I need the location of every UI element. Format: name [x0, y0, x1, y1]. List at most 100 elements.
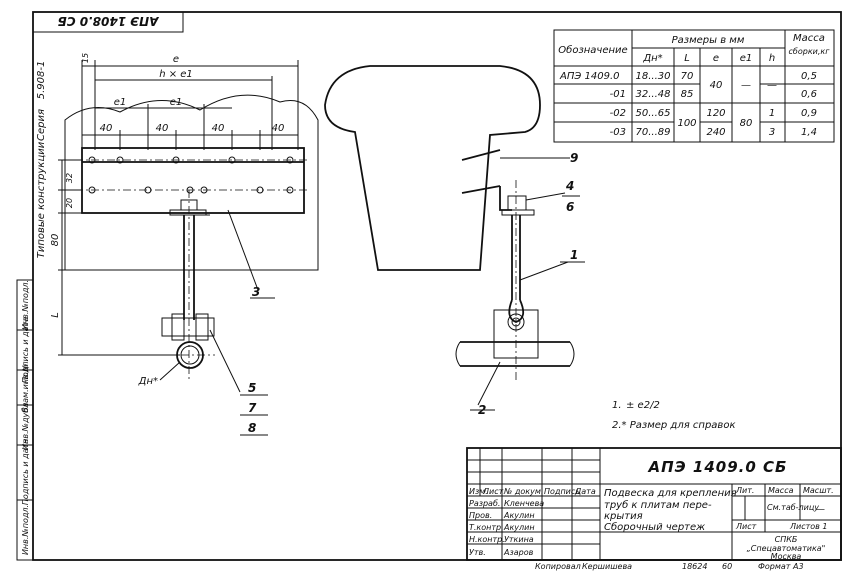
spec-r0-h: — — [767, 80, 777, 91]
tb-r2-role: Пров. — [469, 511, 492, 520]
tb-r1-role: Разраб. — [469, 499, 500, 508]
title-code: АПЭ 1409.0 СБ — [648, 458, 788, 476]
dim-32: 32 — [65, 173, 74, 183]
footer-format: Формат А3 — [758, 562, 804, 571]
title-doc-type: Сборочный чертеж — [604, 521, 705, 533]
tb-h-docno: № докум. — [503, 487, 543, 496]
side-col-2: Взам.инв.№ — [21, 363, 30, 412]
tb-lit: Лит. — [735, 486, 754, 495]
spec-table: Обозначение Размеры в мм Масса сборки,кг… — [553, 29, 835, 143]
side-col-4: Подпись и дата — [21, 439, 30, 505]
spec-r2-dn: 50...65 — [636, 108, 671, 119]
tb-h-change: Изм. — [469, 487, 488, 496]
spec-r2-L: 100 — [677, 118, 696, 129]
spec-col-e1: e1 — [740, 53, 753, 64]
tb-r5-name: Азаров — [503, 548, 534, 557]
callout-6: 6 — [566, 200, 574, 214]
callout-2: 2 — [478, 403, 486, 417]
tb-mass-value: См.таб-лицу — [767, 503, 819, 512]
tb-r1-name: Кленчева — [504, 499, 544, 508]
tb-scale-value: — — [815, 504, 825, 515]
spec-r0-e1: — — [741, 80, 751, 91]
spec-header-mass: Масса — [793, 33, 825, 44]
dim-40-a: 40 — [100, 123, 113, 134]
spec-col-L: L — [684, 53, 690, 64]
title-name-3: крытия — [604, 511, 643, 522]
spec-r1-designation: -01 — [610, 89, 626, 100]
spec-r1-L: 85 — [681, 89, 694, 100]
callout-9: 9 — [570, 151, 578, 165]
callout-5: 5 — [248, 381, 256, 395]
side-title: Типовые конструкции — [36, 141, 47, 258]
dim-e1-left: e1 — [114, 97, 127, 108]
footer-num1: 18624 — [682, 562, 707, 571]
tb-sheets-label: Листов 1 — [789, 522, 828, 531]
dim-15: 15 — [81, 53, 90, 63]
side-series-label: Серия — [36, 109, 47, 141]
footer-copier: Кершишева — [582, 562, 632, 571]
tb-org-1: СПКБ — [775, 535, 798, 544]
callouts: 9 4 6 1 2 3 5 7 8 — [209, 151, 585, 436]
note-1-prefix: 1. — [612, 400, 622, 411]
tb-org-3: Москва — [771, 552, 802, 561]
spec-header-mass-sub: сборки,кг — [789, 47, 831, 56]
dim-e: e — [173, 54, 179, 65]
dim-e1-right: e1 — [170, 97, 183, 108]
spec-r2-h: 1 — [769, 108, 775, 119]
spec-col-dn: Дн* — [642, 53, 662, 64]
tb-h-sign: Подпись — [544, 487, 580, 496]
spec-header-sizes: Размеры в мм — [672, 35, 745, 46]
title-block — [466, 447, 842, 561]
spec-col-e: e — [713, 53, 719, 64]
spec-r1-dn: 32...48 — [636, 89, 671, 100]
callout-8: 8 — [248, 421, 256, 435]
callout-4: 4 — [565, 179, 574, 193]
outer-frame — [32, 11, 842, 561]
spec-r0-designation: АПЭ 1409.0 — [559, 71, 620, 82]
section-view — [324, 65, 575, 380]
dim-dn: Дн* — [138, 376, 158, 387]
spec-r2-mass: 0,9 — [801, 108, 817, 119]
spec-r3-dn: 70...89 — [636, 127, 671, 138]
spec-r0-L: 70 — [681, 71, 694, 82]
front-view — [58, 60, 319, 380]
spec-r0-mass: 0,5 — [801, 71, 817, 82]
side-col-5: Инв.№подл. — [21, 505, 30, 555]
spec-r2-e: 120 — [706, 108, 725, 119]
footer-num2: 60 — [722, 562, 732, 571]
top-stamp-text: АПЭ 1408.0 СБ — [58, 14, 160, 28]
tb-scale: Масшт. — [803, 486, 834, 495]
dim-h-e1: h × e1 — [159, 69, 193, 80]
tb-r4-role: Н.контр. — [469, 535, 505, 544]
side-col-1: Подпись и дата — [21, 317, 30, 383]
dim-L: L — [50, 312, 61, 318]
spec-r0-dn: 18...30 — [636, 71, 671, 82]
dim-40-c: 40 — [212, 123, 225, 134]
tb-h-sheet: Лист — [482, 487, 504, 496]
spec-r3-mass: 1,4 — [801, 127, 817, 138]
spec-r2-e1: 80 — [740, 118, 753, 129]
title-name-2: труб к плитам пере- — [604, 499, 712, 511]
tb-r4-name: Уткина — [504, 535, 534, 544]
title-name-1: Подвеска для крепления — [604, 488, 737, 499]
side-strip: Инв.№подл. Подпись и дата Взам.инв.№ Инв… — [17, 280, 33, 555]
spec-r1-mass: 0,6 — [801, 89, 817, 100]
dim-80: 80 — [50, 234, 61, 247]
spec-col-h: h — [769, 53, 775, 64]
callout-1: 1 — [570, 248, 578, 262]
tb-sheet-label: Лист — [735, 522, 757, 531]
note-1-formula: ± e2/2 — [626, 400, 660, 411]
note-2: 2.* Размер для справок — [612, 420, 735, 431]
callout-7: 7 — [248, 401, 257, 415]
dim-40-b: 40 — [156, 123, 169, 134]
spec-r3-h: 3 — [769, 127, 775, 138]
tb-mass: Масса — [768, 486, 794, 495]
spec-header-designation: Обозначение — [558, 44, 627, 56]
spec-r0-e: 40 — [710, 80, 723, 91]
top-stamp-box — [32, 11, 184, 33]
side-col-0: Инв.№подл. — [21, 280, 30, 330]
tb-h-date: Дата — [574, 487, 596, 496]
tb-org-2: „Спецавтоматика" — [747, 544, 826, 553]
spec-r3-e: 240 — [706, 127, 725, 138]
